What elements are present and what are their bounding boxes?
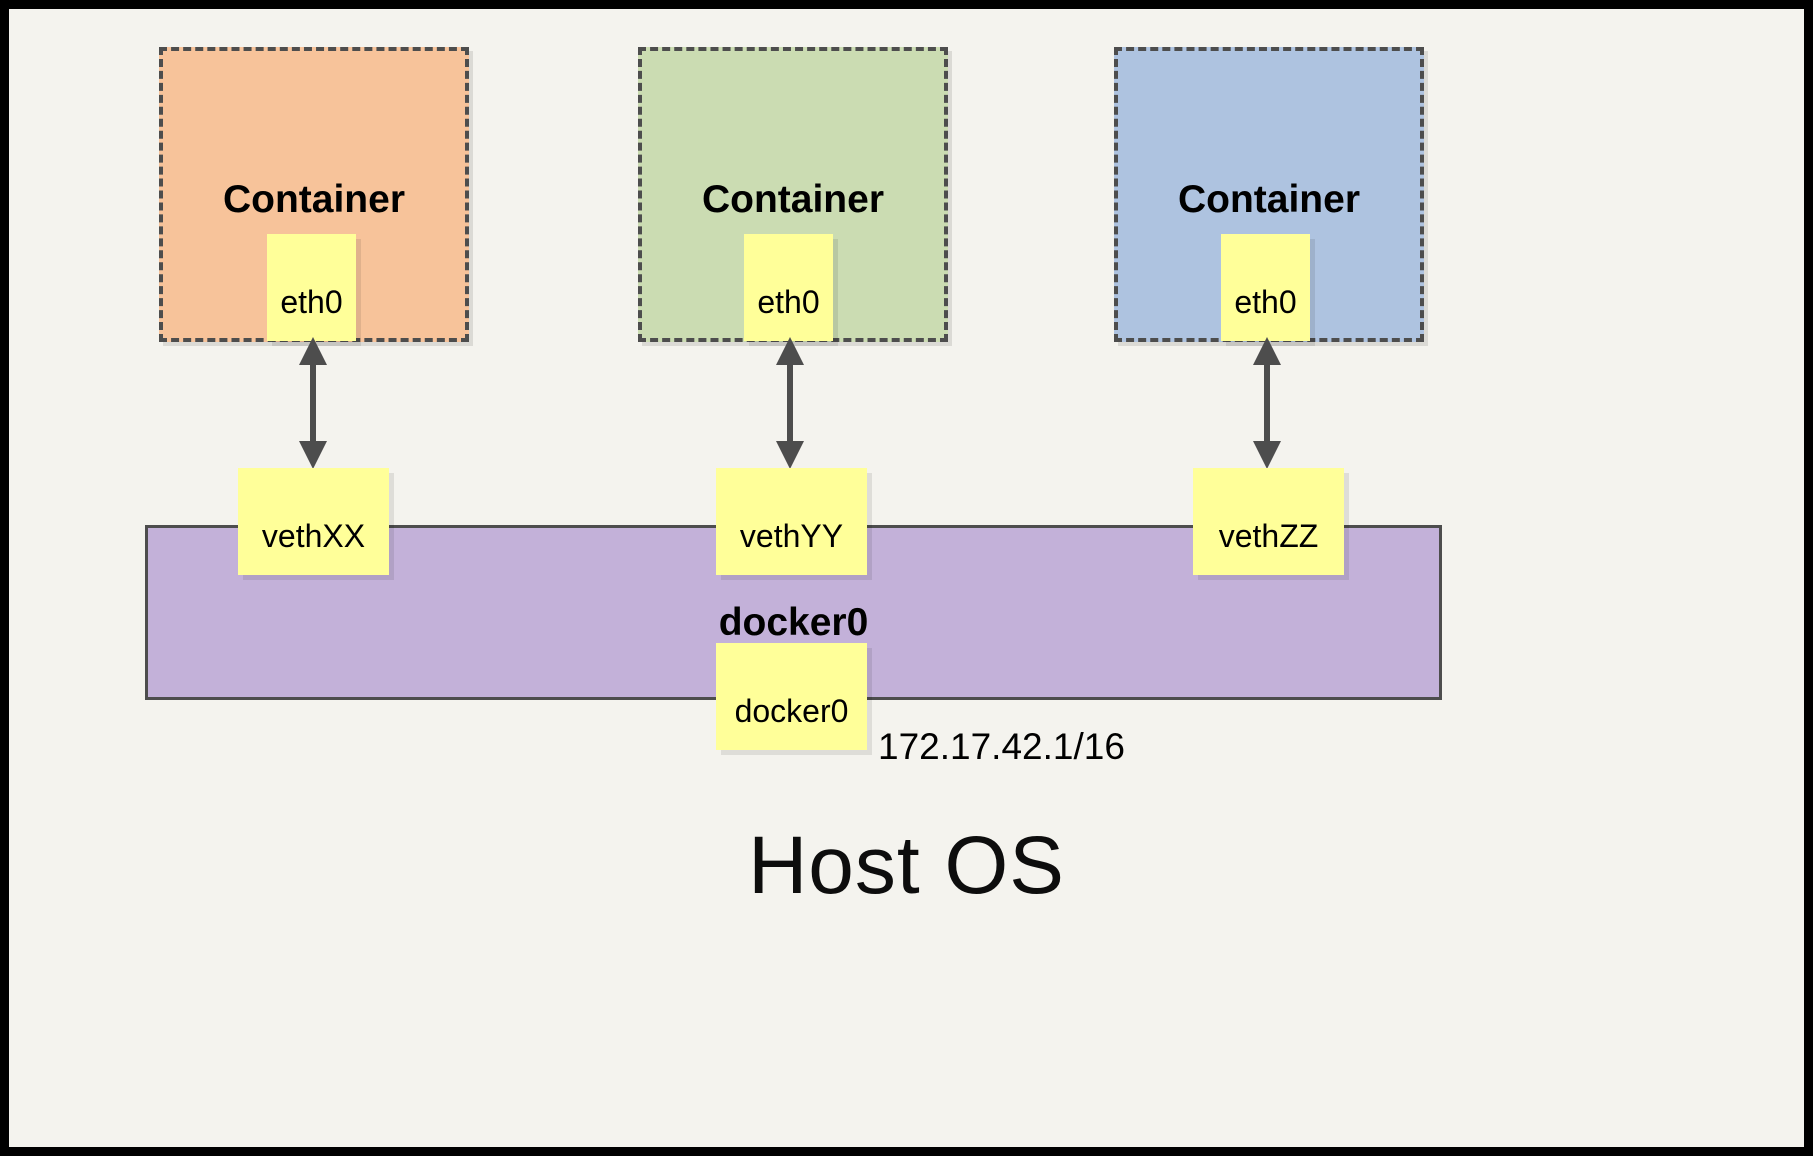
container-eth0-label-3: eth0 (1234, 283, 1297, 320)
container-eth0-box-3[interactable]: eth0 (1221, 234, 1310, 341)
docker0-bridge-label: docker0 (718, 601, 869, 644)
docker0-ip-address: 172.17.42.1/16 (878, 726, 1125, 767)
container-eth0-label-1: eth0 (280, 283, 343, 320)
container-title-1: Container (222, 178, 405, 221)
veth-box-2[interactable]: vethYY (716, 468, 867, 575)
veth-label-2: vethYY (739, 517, 844, 554)
veth-arrow-1 (299, 337, 327, 469)
veth-box-3[interactable]: vethZZ (1193, 468, 1344, 575)
container-eth0-box-1[interactable]: eth0 (267, 234, 356, 341)
diagram-canvas: Container eth0 Container eth0 Container … (9, 9, 1804, 1147)
veth-label-3: vethZZ (1218, 517, 1319, 554)
container-title-3: Container (1177, 178, 1360, 221)
container-eth0-label-2: eth0 (757, 283, 820, 320)
docker0-interface-box[interactable]: docker0 (716, 643, 867, 750)
docker0-interface-label: docker0 (734, 692, 849, 729)
host-os-label: Host OS (748, 820, 1065, 911)
veth-box-1[interactable]: vethXX (238, 468, 389, 575)
veth-arrow-3 (1253, 337, 1281, 469)
container-title-2: Container (701, 178, 884, 221)
container-eth0-box-2[interactable]: eth0 (744, 234, 833, 341)
veth-label-1: vethXX (261, 517, 366, 554)
veth-arrow-2 (776, 337, 804, 469)
